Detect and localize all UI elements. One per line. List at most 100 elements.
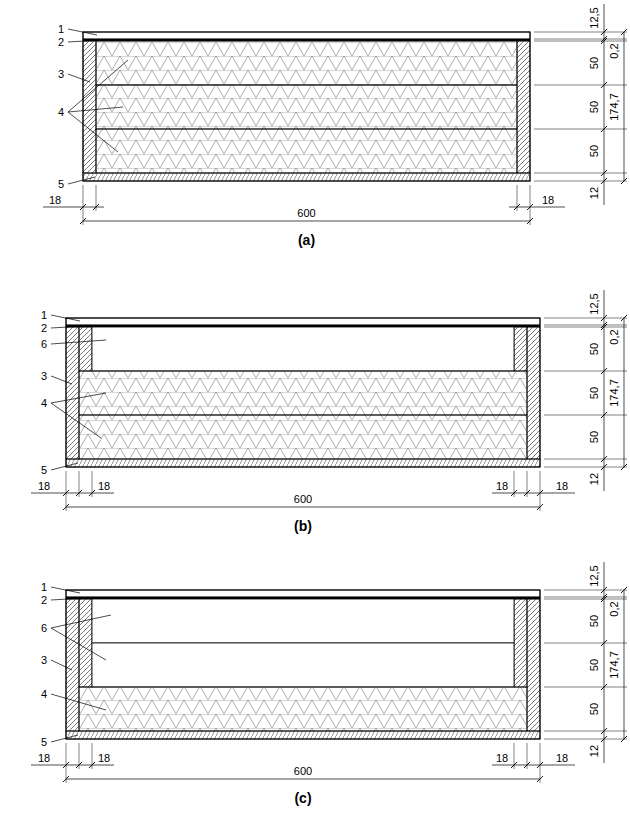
dimension-value: 18 bbox=[495, 480, 509, 492]
callout-number: 1 bbox=[40, 309, 48, 321]
dimension-value: 18 bbox=[555, 480, 569, 492]
callout-number: 2 bbox=[40, 594, 48, 606]
dimension-value: 50 bbox=[588, 702, 600, 716]
extension-line bbox=[83, 185, 84, 225]
extension-line bbox=[540, 471, 541, 511]
insulation-layer bbox=[96, 41, 517, 85]
extension-line bbox=[544, 371, 627, 372]
gypsum-board bbox=[83, 32, 530, 39]
gypsum-board bbox=[66, 318, 540, 325]
leader-line bbox=[68, 40, 101, 42]
extension-line bbox=[544, 467, 627, 468]
extension-line bbox=[544, 687, 627, 688]
dimension-value: 18 bbox=[541, 194, 555, 206]
extension-line bbox=[544, 459, 627, 460]
leader-line bbox=[51, 403, 101, 438]
callout-number: 6 bbox=[40, 338, 48, 350]
insulation-layer bbox=[79, 415, 527, 459]
leader-line bbox=[68, 177, 95, 184]
particle-board bbox=[66, 731, 540, 739]
dimension-line bbox=[624, 318, 625, 467]
dimension-value: 0,2 bbox=[608, 600, 620, 617]
dimension-tick bbox=[621, 315, 627, 321]
callout-number: 4 bbox=[57, 106, 65, 118]
dimension-value: 18 bbox=[37, 480, 51, 492]
dimension-tick bbox=[527, 204, 533, 210]
dimension-line bbox=[31, 765, 114, 766]
callout-number: 2 bbox=[40, 322, 48, 334]
leader-line bbox=[51, 315, 80, 321]
extension-line bbox=[544, 327, 627, 328]
dimension-value: 12,5 bbox=[588, 564, 600, 587]
leader-line bbox=[51, 694, 106, 710]
dimension-tick bbox=[621, 464, 627, 470]
dimension-value: 174,7 bbox=[608, 650, 620, 680]
dimension-line bbox=[43, 207, 104, 208]
dimension-tick bbox=[537, 776, 543, 782]
particle-board bbox=[66, 459, 540, 467]
leader-line bbox=[51, 340, 106, 344]
dimension-tick bbox=[621, 736, 627, 742]
dimension-value: 18 bbox=[97, 480, 111, 492]
dimension-tick bbox=[511, 490, 517, 496]
callout-number: 1 bbox=[57, 23, 65, 35]
callout-number: 1 bbox=[40, 581, 48, 593]
panel-outline bbox=[66, 590, 540, 739]
leader-line bbox=[51, 735, 78, 742]
extension-line bbox=[534, 173, 627, 174]
dimension-tick bbox=[76, 490, 82, 496]
timber-frame bbox=[527, 327, 540, 459]
extension-line bbox=[544, 643, 627, 644]
dimension-line bbox=[604, 290, 605, 491]
dimension-value: 0,2 bbox=[608, 328, 620, 345]
dimension-value: 12 bbox=[588, 186, 600, 200]
extension-line bbox=[534, 181, 627, 182]
illustration bbox=[31, 4, 627, 783]
dimension-tick bbox=[80, 218, 86, 224]
dimension-value: 600 bbox=[293, 765, 313, 777]
panel-caption: (b) bbox=[293, 519, 313, 534]
leader-line bbox=[68, 112, 118, 152]
timber-frame bbox=[66, 599, 79, 731]
leader-line bbox=[51, 463, 78, 470]
dimension-tick bbox=[514, 204, 520, 210]
dimension-tick bbox=[621, 587, 627, 593]
extension-line bbox=[544, 599, 627, 600]
dimension-line bbox=[66, 779, 540, 780]
insulation-layer bbox=[79, 371, 527, 415]
leader-line bbox=[68, 29, 97, 35]
dimension-tick bbox=[537, 762, 543, 768]
dimension-value: 18 bbox=[37, 752, 51, 764]
callout-number: 3 bbox=[57, 68, 65, 80]
dimension-tick bbox=[527, 218, 533, 224]
leader-line bbox=[68, 74, 90, 82]
dimension-value: 50 bbox=[588, 386, 600, 400]
extension-line bbox=[544, 739, 627, 740]
dimension-value: 18 bbox=[97, 752, 111, 764]
extension-line bbox=[544, 590, 627, 591]
dimension-tick bbox=[537, 490, 543, 496]
dimension-tick bbox=[93, 204, 99, 210]
dimension-value: 12 bbox=[588, 472, 600, 486]
particle-board bbox=[83, 173, 530, 181]
dimension-value: 18 bbox=[48, 194, 62, 206]
timber-block bbox=[514, 327, 527, 371]
dimension-line bbox=[604, 4, 605, 205]
leader-line bbox=[51, 628, 106, 660]
timber-frame bbox=[527, 599, 540, 731]
dimension-tick bbox=[76, 762, 82, 768]
dimension-value: 600 bbox=[296, 207, 316, 219]
air-gap bbox=[92, 327, 514, 371]
extension-line bbox=[66, 743, 67, 783]
dimension-value: 600 bbox=[293, 493, 313, 505]
dimension-tick bbox=[63, 762, 69, 768]
extension-line bbox=[544, 597, 627, 598]
extension-line bbox=[544, 318, 627, 319]
extension-line bbox=[540, 743, 541, 783]
dimension-tick bbox=[63, 776, 69, 782]
extension-line bbox=[544, 325, 627, 326]
callout-number: 6 bbox=[40, 622, 48, 634]
callout-number: 5 bbox=[40, 736, 48, 748]
air-gap bbox=[92, 643, 514, 687]
